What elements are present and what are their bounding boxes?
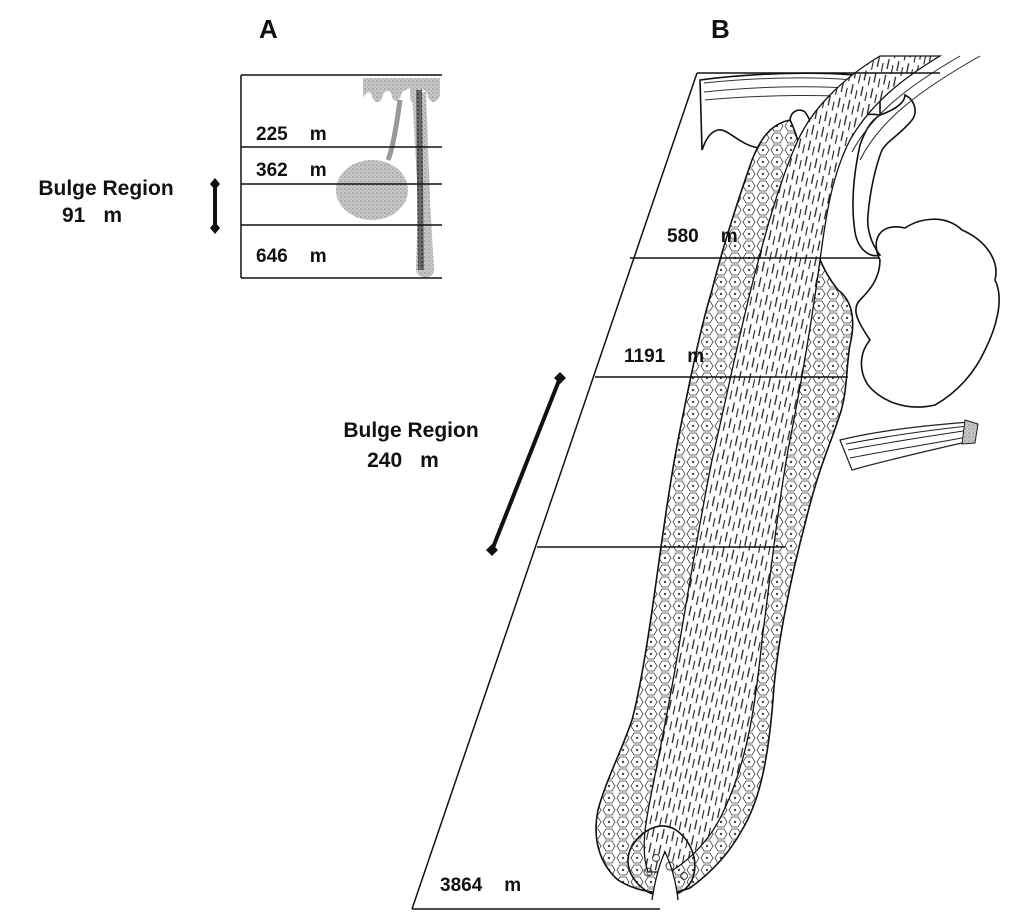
panel-a-bulge-label: Bulge Region: [38, 177, 173, 200]
panel-b-bulge-bracket: [486, 372, 566, 556]
panel-a-follicle-drawing: [336, 78, 440, 278]
panel-b: B: [343, 14, 999, 909]
panel-a-bulge-bracket: [210, 178, 220, 234]
panel-b-letter: B: [711, 14, 730, 44]
panel-b-follicle-drawing: [596, 56, 999, 900]
panel-b-bulge-label: Bulge Region: [343, 419, 478, 442]
panel-a-letter: A: [259, 14, 278, 44]
